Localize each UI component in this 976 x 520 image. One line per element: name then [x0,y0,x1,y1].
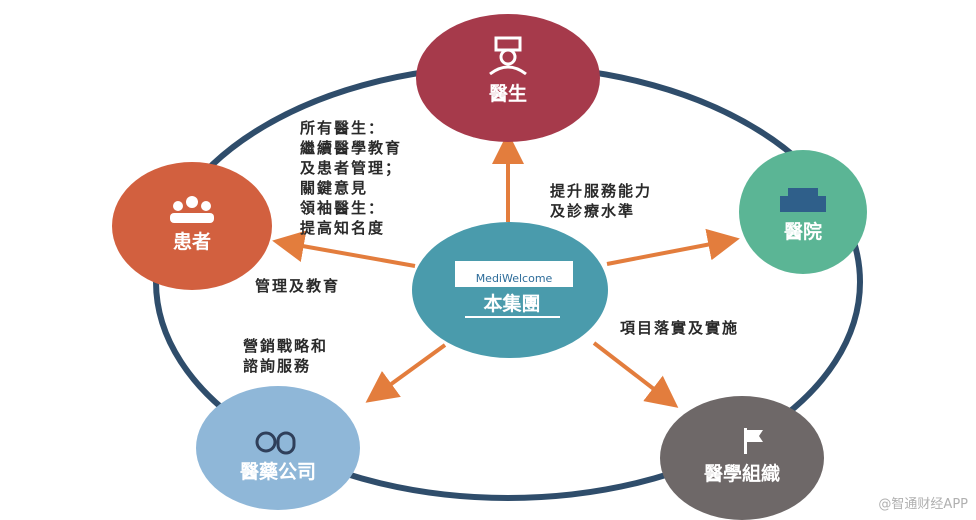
svg-text:醫藥公司: 醫藥公司 [240,461,316,483]
arrow-to-pharma [365,343,447,403]
mediwelcome-logo [455,261,573,287]
edge-label-doctor: 所有醫生：繼續醫學教育及患者管理；關鍵意見領袖醫生：提高知名度 [300,119,403,237]
patients-icon [170,196,214,223]
svg-text:醫院: 醫院 [784,220,822,243]
arrow-to-patient [272,230,416,268]
pill-icon [255,431,296,455]
doctor-icon [489,36,527,76]
hospital-icon [780,188,826,212]
edge-label-pharma: 營銷戰略和諮詢服務 [243,337,329,375]
node-doctor: 醫生 [416,14,600,142]
edge-label-org: 項目落實及實施 [620,319,740,337]
svg-text:醫學組織: 醫學組織 [704,462,780,485]
svg-text:MediWelcome: MediWelcome [476,272,553,285]
arrow-to-hospital [606,228,740,266]
node-pharma: 醫藥公司 [196,386,360,510]
node-org: 醫學組織 [660,396,824,520]
node-hospital: 醫院 [739,150,867,274]
flag-icon [744,428,763,454]
svg-text:本集團: 本集團 [483,292,540,315]
arrow-to-org [592,341,679,408]
svg-text:患者: 患者 [173,230,211,253]
edge-label-hospital: 提升服務能力及診療水準 [550,182,653,220]
node-center: MediWelcome 本集團 [412,222,608,358]
watermark: @智通财经APP [878,497,968,512]
svg-text:醫生: 醫生 [489,82,527,105]
node-patient: 患者 [112,162,272,290]
edge-label-patient: 管理及教育 [255,277,341,295]
